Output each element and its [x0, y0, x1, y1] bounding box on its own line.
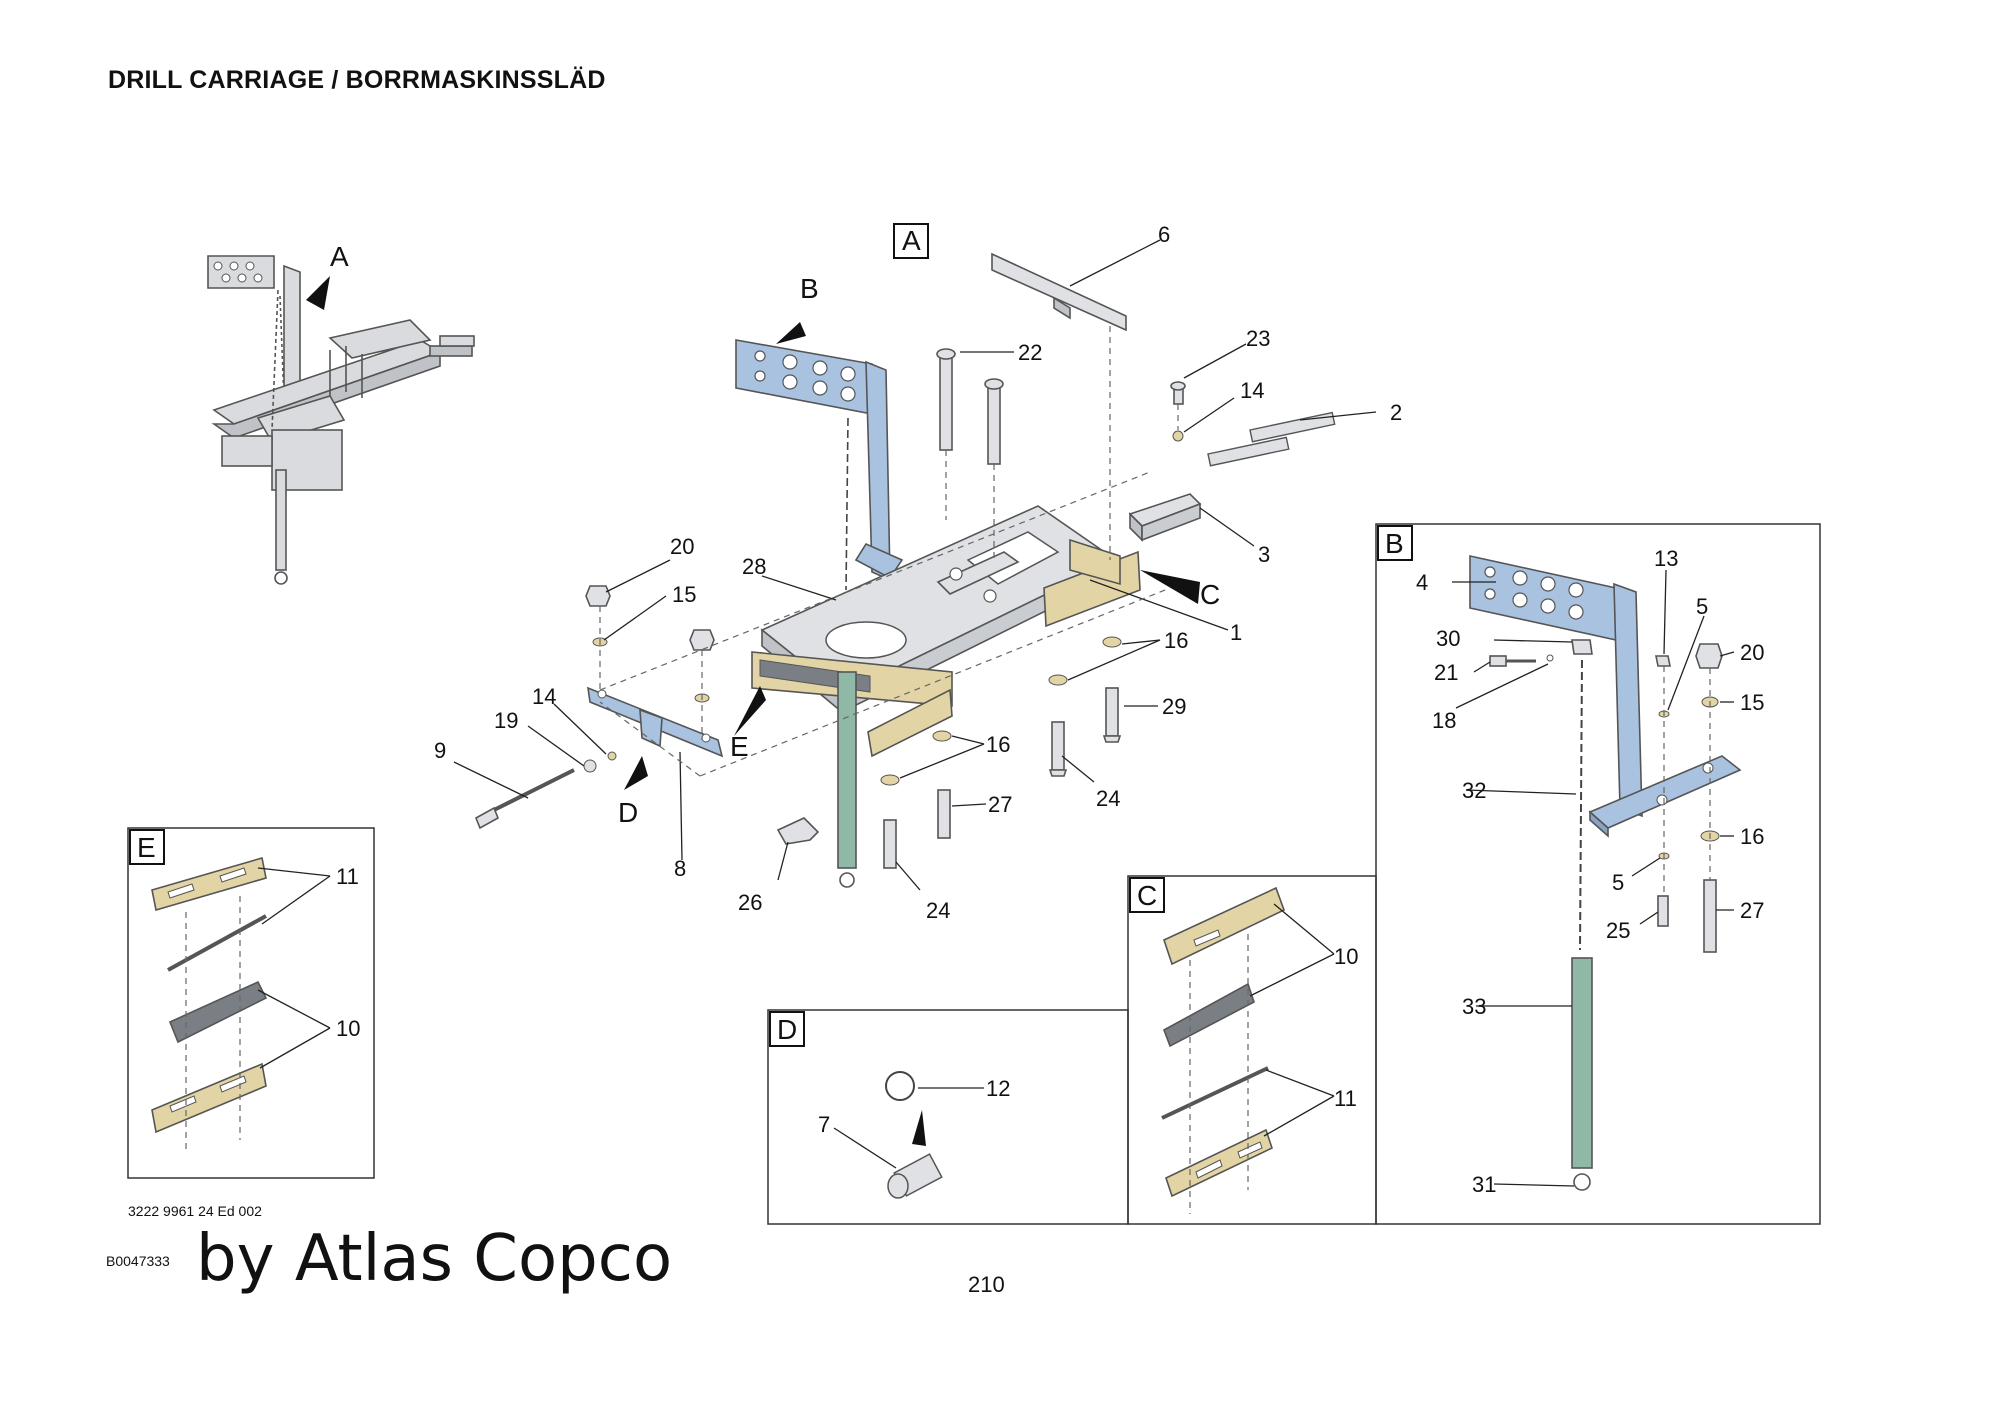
callout-20: 20 [670, 534, 694, 559]
overview-assembly: A [207, 241, 475, 585]
view-B-callout-18: 18 [1432, 708, 1456, 733]
view-B-callout-4: 4 [1416, 570, 1428, 595]
main-pointer-E: E [730, 731, 749, 762]
main-exploded-view: A B [434, 222, 1402, 923]
main-callouts: 6 22 23 14 2 3 1 16 29 24 16 27 24 26 28… [434, 222, 1402, 923]
view-B-callout-25: 25 [1606, 918, 1630, 943]
detail-view-C: C 10 11 [1127, 875, 1377, 1225]
callout-26: 26 [738, 890, 762, 915]
view-E-box-label: E [137, 832, 156, 863]
view-D-box-label: D [777, 1014, 797, 1045]
view-B-callout-21: 21 [1434, 660, 1458, 685]
page-title: DRILL CARRIAGE / BORRMASKINSSLÄD [108, 66, 606, 94]
view-B-callout-32: 32 [1462, 778, 1486, 803]
view-B-callout-5-lower: 5 [1612, 870, 1624, 895]
callout-3: 3 [1258, 542, 1270, 567]
view-E-callout-11: 11 [336, 864, 359, 889]
callout-19: 19 [494, 708, 518, 733]
callout-8: 8 [674, 856, 686, 881]
view-B-callout-20: 20 [1740, 640, 1764, 665]
callout-1: 1 [1230, 620, 1242, 645]
main-pointer-D: D [618, 797, 638, 828]
view-B-callout-16: 16 [1740, 824, 1764, 849]
callout-28: 28 [742, 554, 766, 579]
view-B-callout-31: 31 [1472, 1172, 1496, 1197]
callout-2: 2 [1390, 400, 1402, 425]
callout-14-left: 14 [532, 684, 556, 709]
view-D-callout-12: 12 [986, 1076, 1010, 1101]
view-D-callout-7: 7 [818, 1112, 830, 1137]
watermark-text: by Atlas Copco [196, 1222, 673, 1296]
detail-view-B: B [1375, 523, 1821, 1225]
view-A-box-label: A [902, 225, 921, 256]
callout-14: 14 [1240, 378, 1264, 403]
detail-view-E: E 11 10 [127, 827, 375, 1179]
view-B-callout-33: 33 [1462, 994, 1486, 1019]
callout-9: 9 [434, 738, 446, 763]
view-B-callout-13: 13 [1654, 546, 1678, 571]
callout-24-lower: 24 [926, 898, 950, 923]
view-B-box-label: B [1385, 528, 1404, 559]
callout-22: 22 [1018, 340, 1042, 365]
view-E-callout-10: 10 [336, 1016, 360, 1041]
view-B-callout-30: 30 [1436, 626, 1460, 651]
main-pointer-C: C [1200, 579, 1220, 610]
main-pointer-B: B [800, 273, 819, 304]
overview-pointer-A: A [330, 241, 349, 272]
view-C-callout-11: 11 [1334, 1086, 1357, 1111]
page-number: 210 [968, 1272, 1005, 1297]
callout-24: 24 [1096, 786, 1120, 811]
callout-6: 6 [1158, 222, 1170, 247]
callout-16-lower: 16 [986, 732, 1010, 757]
view-B-callout-15: 15 [1740, 690, 1764, 715]
callout-29: 29 [1162, 694, 1186, 719]
view-C-callout-10: 10 [1334, 944, 1358, 969]
image-number: B0047333 [106, 1253, 170, 1269]
callout-16: 16 [1164, 628, 1188, 653]
view-C-box-label: C [1137, 880, 1157, 911]
callout-27: 27 [988, 792, 1012, 817]
callout-23: 23 [1246, 326, 1270, 351]
view-B-callout-27: 27 [1740, 898, 1764, 923]
callout-15: 15 [672, 582, 696, 607]
view-B-callout-5: 5 [1696, 594, 1708, 619]
detail-view-D: D 12 7 [767, 1009, 1129, 1225]
document-number: 3222 9961 24 Ed 002 [128, 1203, 262, 1219]
